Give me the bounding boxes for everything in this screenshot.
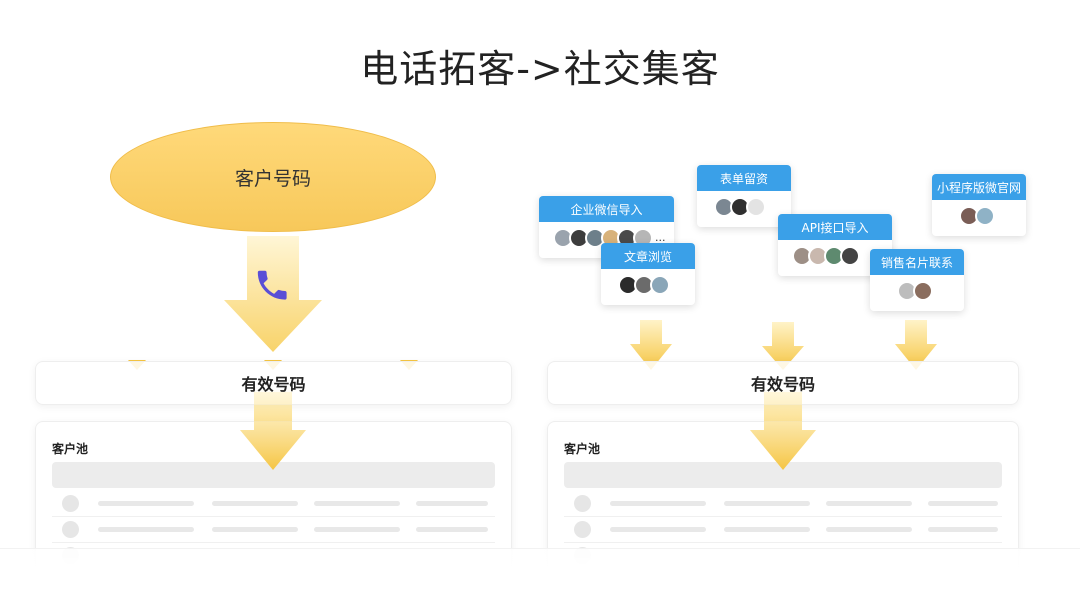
customer-pool-label-right: 客户池 — [564, 442, 601, 456]
avatar — [840, 246, 860, 266]
source-card-title: 文章浏览 — [601, 243, 695, 269]
source-card-form: 表单留资 — [697, 165, 791, 227]
source-arrow-1 — [630, 320, 672, 370]
source-arrow-3 — [895, 320, 937, 370]
table-row — [52, 518, 495, 543]
avatar — [650, 275, 670, 295]
pool-table-header — [564, 462, 1002, 488]
valid-number-bar-left: 有效号码 — [35, 361, 512, 405]
avatar-group — [959, 206, 995, 226]
bottom-fade — [0, 548, 1080, 603]
avatar — [746, 197, 766, 217]
avatar-group — [897, 281, 933, 301]
source-card-title: 小程序版微官网 — [932, 174, 1026, 200]
customer-number-ellipse: 客户号码 — [110, 122, 436, 232]
table-row — [52, 492, 495, 517]
valid-number-label-left: 有效号码 — [241, 375, 306, 394]
source-card-article: 文章浏览 — [601, 243, 695, 305]
avatar — [975, 206, 995, 226]
source-arrow-2 — [762, 322, 804, 370]
valid-number-label-right: 有效号码 — [750, 375, 815, 394]
avatar-group — [714, 197, 766, 217]
source-card-title: 表单留资 — [697, 165, 791, 191]
table-row — [564, 492, 1002, 517]
source-card-business-card: 销售名片联系 — [870, 249, 964, 311]
source-card-title: API接口导入 — [778, 214, 892, 240]
avatar — [913, 281, 933, 301]
avatar-group — [618, 275, 670, 295]
source-card-title: 企业微信导入 — [539, 196, 674, 222]
big-down-arrow-left — [224, 236, 322, 352]
source-card-miniprogram: 小程序版微官网 — [932, 174, 1026, 236]
pool-table-header — [52, 462, 495, 488]
more-indicator: ... — [655, 231, 666, 244]
avatar-group — [792, 246, 860, 266]
table-row — [564, 518, 1002, 543]
page-title: 电话拓客->社交集客 — [360, 47, 720, 91]
customer-pool-label-left: 客户池 — [52, 442, 89, 456]
valid-number-bar-right: 有效号码 — [547, 361, 1019, 405]
customer-number-label: 客户号码 — [234, 167, 311, 190]
source-card-title: 销售名片联系 — [870, 249, 964, 275]
